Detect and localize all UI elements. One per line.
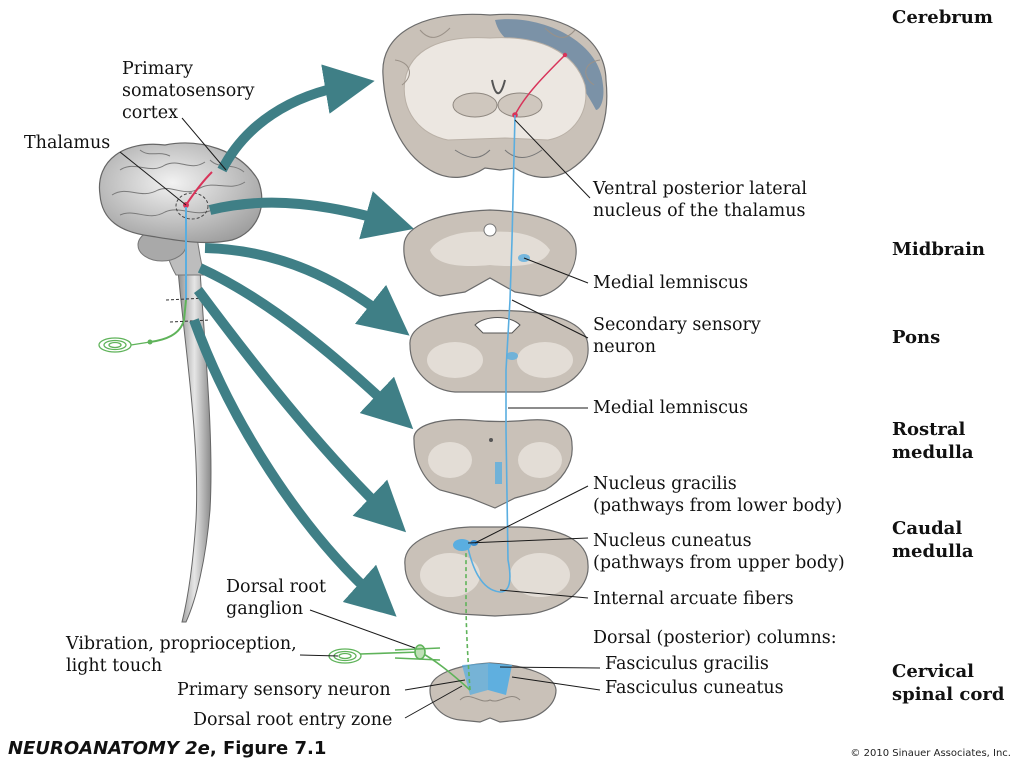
label-thalamus: Thalamus	[24, 133, 111, 153]
thalamus-outline	[175, 192, 209, 220]
rostral-medulla-section	[413, 419, 573, 509]
level-rostral-medulla: Rostral medulla	[892, 419, 974, 463]
label-nucleus-cuneatus: Nucleus cuneatus (pathways from upper bo…	[593, 531, 845, 573]
pons-section	[409, 309, 589, 393]
level-midbrain: Midbrain	[892, 239, 986, 260]
label-primary-somatosensory-cortex: Primary somatosensory cortex	[122, 59, 255, 123]
level-pons: Pons	[892, 327, 941, 348]
cerebrum-section	[382, 13, 608, 178]
label-dorsal-root-entry-zone: Dorsal root entry zone	[193, 710, 393, 730]
tertiary-neuron-cerebrum	[514, 54, 566, 116]
arrow-midbrain	[208, 191, 415, 240]
cervical-spinal-cord-section	[429, 662, 557, 723]
label-secondary-sensory-neuron: Secondary sensory neuron	[593, 315, 761, 357]
figure-caption: NEUROANATOMY 2e, Figure 7.1	[8, 738, 326, 759]
level-caudal-medulla: Caudal medulla	[892, 518, 974, 562]
lateral-brain-view	[98, 142, 263, 623]
cerebral-hemisphere	[98, 142, 263, 244]
label-internal-arcuate-fibers: Internal arcuate fibers	[593, 589, 794, 609]
label-vibration: Vibration, proprioception, light touch	[66, 634, 297, 676]
caption-book-title: NEUROANATOMY 2e	[8, 738, 210, 759]
arrow-caudal-medulla	[193, 287, 407, 533]
primary-sensory-neuron	[359, 550, 471, 691]
copyright-notice: © 2010 Sinauer Associates, Inc.	[850, 748, 1011, 759]
caption-figure-number: , Figure 7.1	[209, 738, 327, 759]
tertiary-neuron-lateral	[185, 171, 213, 206]
label-fasciculus-cuneatus: Fasciculus cuneatus	[605, 678, 784, 698]
label-dorsal-root-ganglion: Dorsal root ganglion	[226, 577, 326, 619]
midbrain-section	[403, 209, 577, 297]
nucleus-cuneatus-marker	[453, 539, 471, 551]
lateral-receptor-spiral	[98, 337, 151, 353]
level-cerebrum: Cerebrum	[892, 7, 993, 28]
arrow-spinal-cord	[189, 318, 397, 617]
label-dorsal-columns: Dorsal (posterior) columns:	[593, 628, 837, 648]
label-medial-lemniscus-upper: Medial lemniscus	[593, 273, 749, 293]
leader-lines	[119, 117, 601, 719]
arrow-pons	[204, 243, 410, 336]
primary-neuron-lateral	[149, 299, 187, 343]
label-primary-sensory-neuron: Primary sensory neuron	[177, 680, 391, 700]
label-fasciculus-gracilis: Fasciculus gracilis	[605, 654, 769, 674]
label-vpl-nucleus: Ventral posterior lateral nucleus of the…	[593, 179, 807, 221]
arrow-cerebrum	[217, 64, 375, 173]
level-cervical-spinal-cord: Cervical spinal cord	[892, 661, 1005, 705]
arrow-rostral-medulla	[197, 263, 414, 430]
label-nucleus-gracilis: Nucleus gracilis (pathways from lower bo…	[593, 474, 843, 516]
label-medial-lemniscus-lower: Medial lemniscus	[593, 398, 749, 418]
spinal-cord	[177, 269, 212, 623]
level-arrows	[189, 64, 415, 617]
